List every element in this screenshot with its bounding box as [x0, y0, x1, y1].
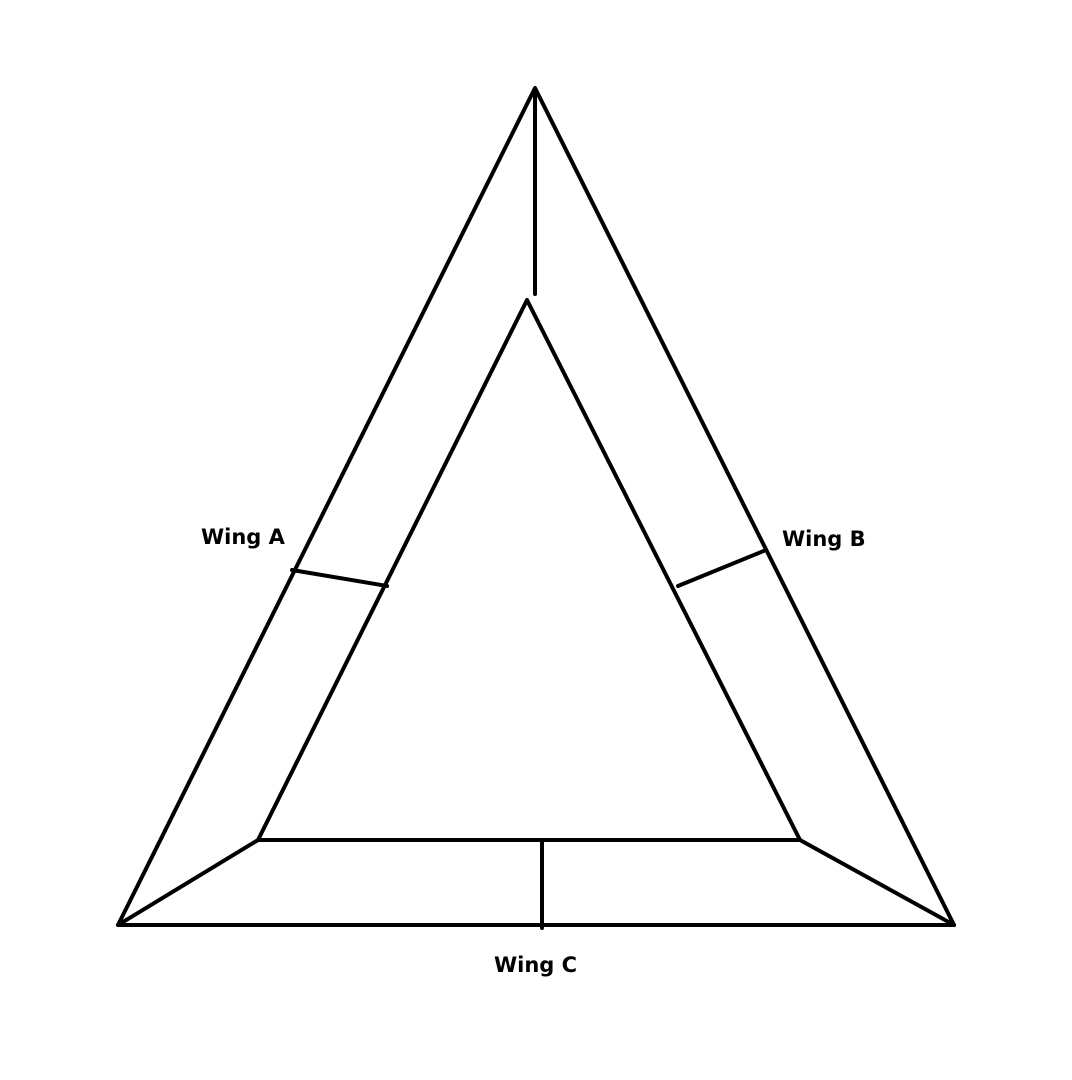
- outer-triangle: [116, 86, 956, 927]
- wing-b-crossline: [676, 548, 768, 588]
- divider-bottom-right: [798, 838, 956, 927]
- wing-a-crossline: [290, 568, 389, 588]
- wing-c-label: Wing C: [494, 953, 577, 977]
- wing-a-label: Wing A: [201, 525, 286, 549]
- divider-bottom-left: [116, 838, 260, 927]
- wing-b-label: Wing B: [782, 527, 866, 551]
- inner-triangle: [256, 298, 802, 842]
